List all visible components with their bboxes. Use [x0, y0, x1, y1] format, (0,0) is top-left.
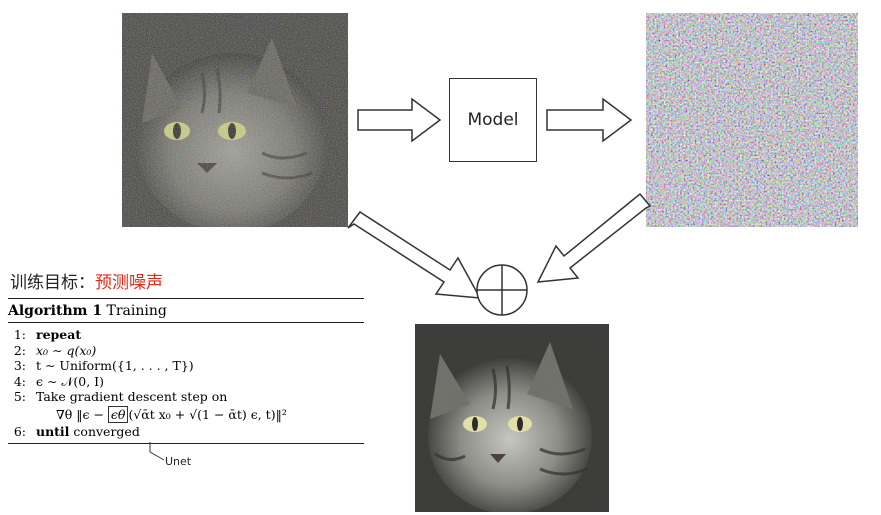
- line-number: 1:: [13, 327, 26, 342]
- line-text: t ∼ Uniform({1, . . . , T}): [35, 358, 194, 373]
- training-goal-highlight: 预测噪声: [95, 273, 163, 293]
- down-left-arrow-icon: [536, 192, 652, 283]
- algorithm-mid-rule: [8, 322, 364, 323]
- noise-picture: [646, 13, 858, 227]
- line-text: Take gradient descent step on: [35, 389, 228, 404]
- line-text: repeat: [35, 327, 82, 342]
- algorithm-line-4: 4: ϵ ∼ 𝒩(0, I): [8, 374, 364, 390]
- unet-boxed-term: ϵθ: [107, 405, 129, 423]
- algorithm-bottom-rule: [8, 443, 364, 444]
- algorithm-title-bold: Algorithm 1: [8, 303, 103, 319]
- training-goal-prefix: 训练目标：: [10, 273, 95, 293]
- algorithm-line-gradient: ∇θ ‖ϵ − ϵθ(√ᾱt x₀ + √(1 − ᾱt) ϵ, t)‖²: [8, 405, 364, 424]
- algorithm-top-rule: [8, 298, 364, 299]
- line-text: x₀ ∼ q(x₀): [35, 342, 97, 358]
- noise-image: [646, 13, 858, 227]
- gradient-suffix: (√ᾱt x₀ + √(1 − ᾱt) ϵ, t)‖²: [128, 406, 287, 422]
- line-text: converged: [73, 423, 140, 439]
- clean-cat-picture: [415, 324, 609, 512]
- right-arrow-icon: [357, 97, 442, 143]
- algorithm-line-1: 1: repeat: [8, 327, 364, 343]
- line-number: 5:: [13, 389, 26, 404]
- line-number: 2:: [13, 342, 26, 358]
- model-box: Model: [449, 78, 537, 162]
- noisy-cat-image: [122, 13, 348, 227]
- algorithm-line-3: 3: t ∼ Uniform({1, . . . , T}): [8, 358, 364, 374]
- right-arrow-icon: [546, 97, 633, 143]
- algorithm-line-2: 2: x₀ ∼ q(x₀): [8, 343, 364, 359]
- algorithm-title-rest: Training: [106, 303, 167, 319]
- model-label: Model: [467, 110, 519, 130]
- line-text: ϵ ∼ 𝒩(0, I): [35, 373, 104, 389]
- clean-cat-image: [415, 324, 609, 512]
- algorithm-line-5: 5: Take gradient descent step on: [8, 389, 364, 405]
- unet-pointer-line: [149, 442, 165, 461]
- algorithm-title: Algorithm 1 Training: [8, 299, 364, 322]
- gradient-prefix: ∇θ ‖ϵ −: [56, 406, 108, 422]
- down-right-arrow-icon: [347, 210, 482, 299]
- algorithm-line-6: 6: until converged: [8, 424, 364, 440]
- line-number: 4:: [13, 373, 26, 389]
- unet-label: Unet: [165, 455, 192, 468]
- noisy-cat-picture: [122, 13, 348, 227]
- line-number: 6:: [13, 423, 26, 439]
- line-keyword: until: [35, 423, 70, 439]
- training-goal: 训练目标：预测噪声: [10, 268, 163, 293]
- circled-plus-icon: [476, 264, 528, 316]
- line-number: 3:: [13, 358, 26, 373]
- algorithm-block: Algorithm 1 Training 1: repeat 2: x₀ ∼ q…: [8, 298, 364, 444]
